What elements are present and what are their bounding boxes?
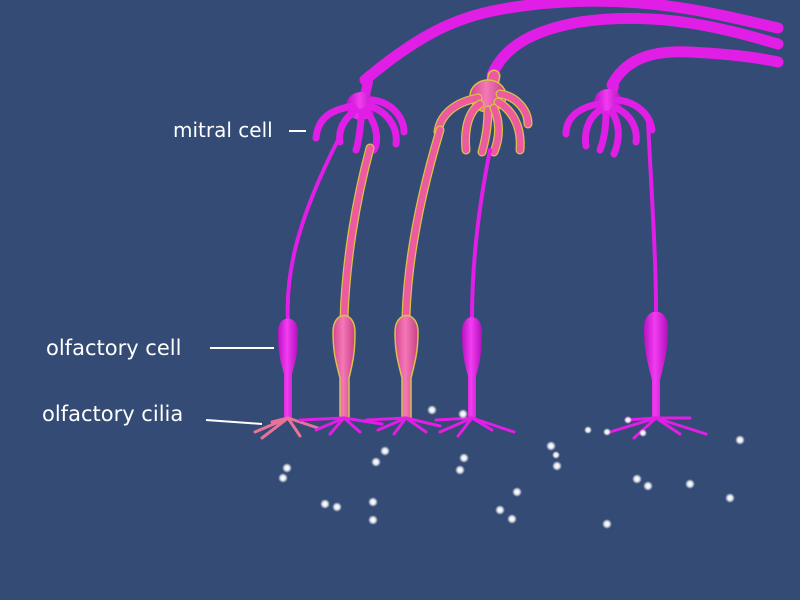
odor-particle [725, 493, 735, 503]
cilia-cell-4 [434, 416, 516, 438]
odor-particle [332, 502, 342, 512]
odor-particle [427, 405, 437, 415]
odor-particle [552, 461, 562, 471]
olfactory-cell-2 [332, 143, 375, 419]
odor-particle [512, 487, 522, 497]
olfactory-cell-5 [644, 120, 668, 418]
odor-particle [380, 446, 390, 456]
label-lines [205, 130, 306, 425]
mitral-axon-1 [359, 0, 784, 86]
odor-particle [685, 479, 695, 489]
mitral-axon-3 [606, 46, 784, 91]
odor-particle [584, 426, 592, 434]
olfactory-cell-1 [278, 138, 340, 418]
odor-particle [552, 451, 560, 459]
odor-particle [368, 497, 378, 507]
olfactory-cilia-label: olfactory cilia [42, 402, 184, 426]
odor-particle [495, 505, 505, 515]
odor-particle [735, 435, 745, 445]
olfactory-cell-3 [394, 125, 445, 419]
mitral-cell-3 [562, 81, 656, 158]
odor-particle [278, 473, 288, 483]
cilia-cell-1 [253, 416, 320, 440]
odor-particle [546, 441, 556, 451]
odor-particle [602, 519, 612, 529]
odor-particle [507, 514, 517, 524]
olfactory-cilia-leader [205, 419, 263, 425]
mitral-axon-2 [486, 12, 784, 81]
odor-particle [282, 463, 292, 473]
cilia-cell-5 [608, 416, 708, 440]
odor-particle [459, 453, 469, 463]
mitral-cell-label: mitral cell [173, 118, 273, 142]
mitral-cell-1 [312, 77, 408, 154]
odor-particle [639, 429, 647, 437]
odor-particle [603, 428, 611, 436]
cilia-cell-2 [298, 416, 384, 436]
odor-particle [632, 474, 642, 484]
odor-particle [320, 499, 330, 509]
odor-particle [458, 409, 468, 419]
mitral-axons [359, 0, 784, 91]
odor-particle [455, 465, 465, 475]
mitral-cell-2 [433, 69, 533, 157]
odor-particle [371, 457, 381, 467]
odor-particles [278, 405, 745, 529]
olfactory-cell-label: olfactory cell [46, 336, 182, 360]
odor-particle [643, 481, 653, 491]
odor-particle [624, 416, 632, 424]
odor-particle [368, 515, 378, 525]
olfactory-cell-4 [462, 148, 492, 418]
olfactory-cilia-group [253, 416, 708, 440]
cilia-cell-3 [364, 416, 442, 436]
